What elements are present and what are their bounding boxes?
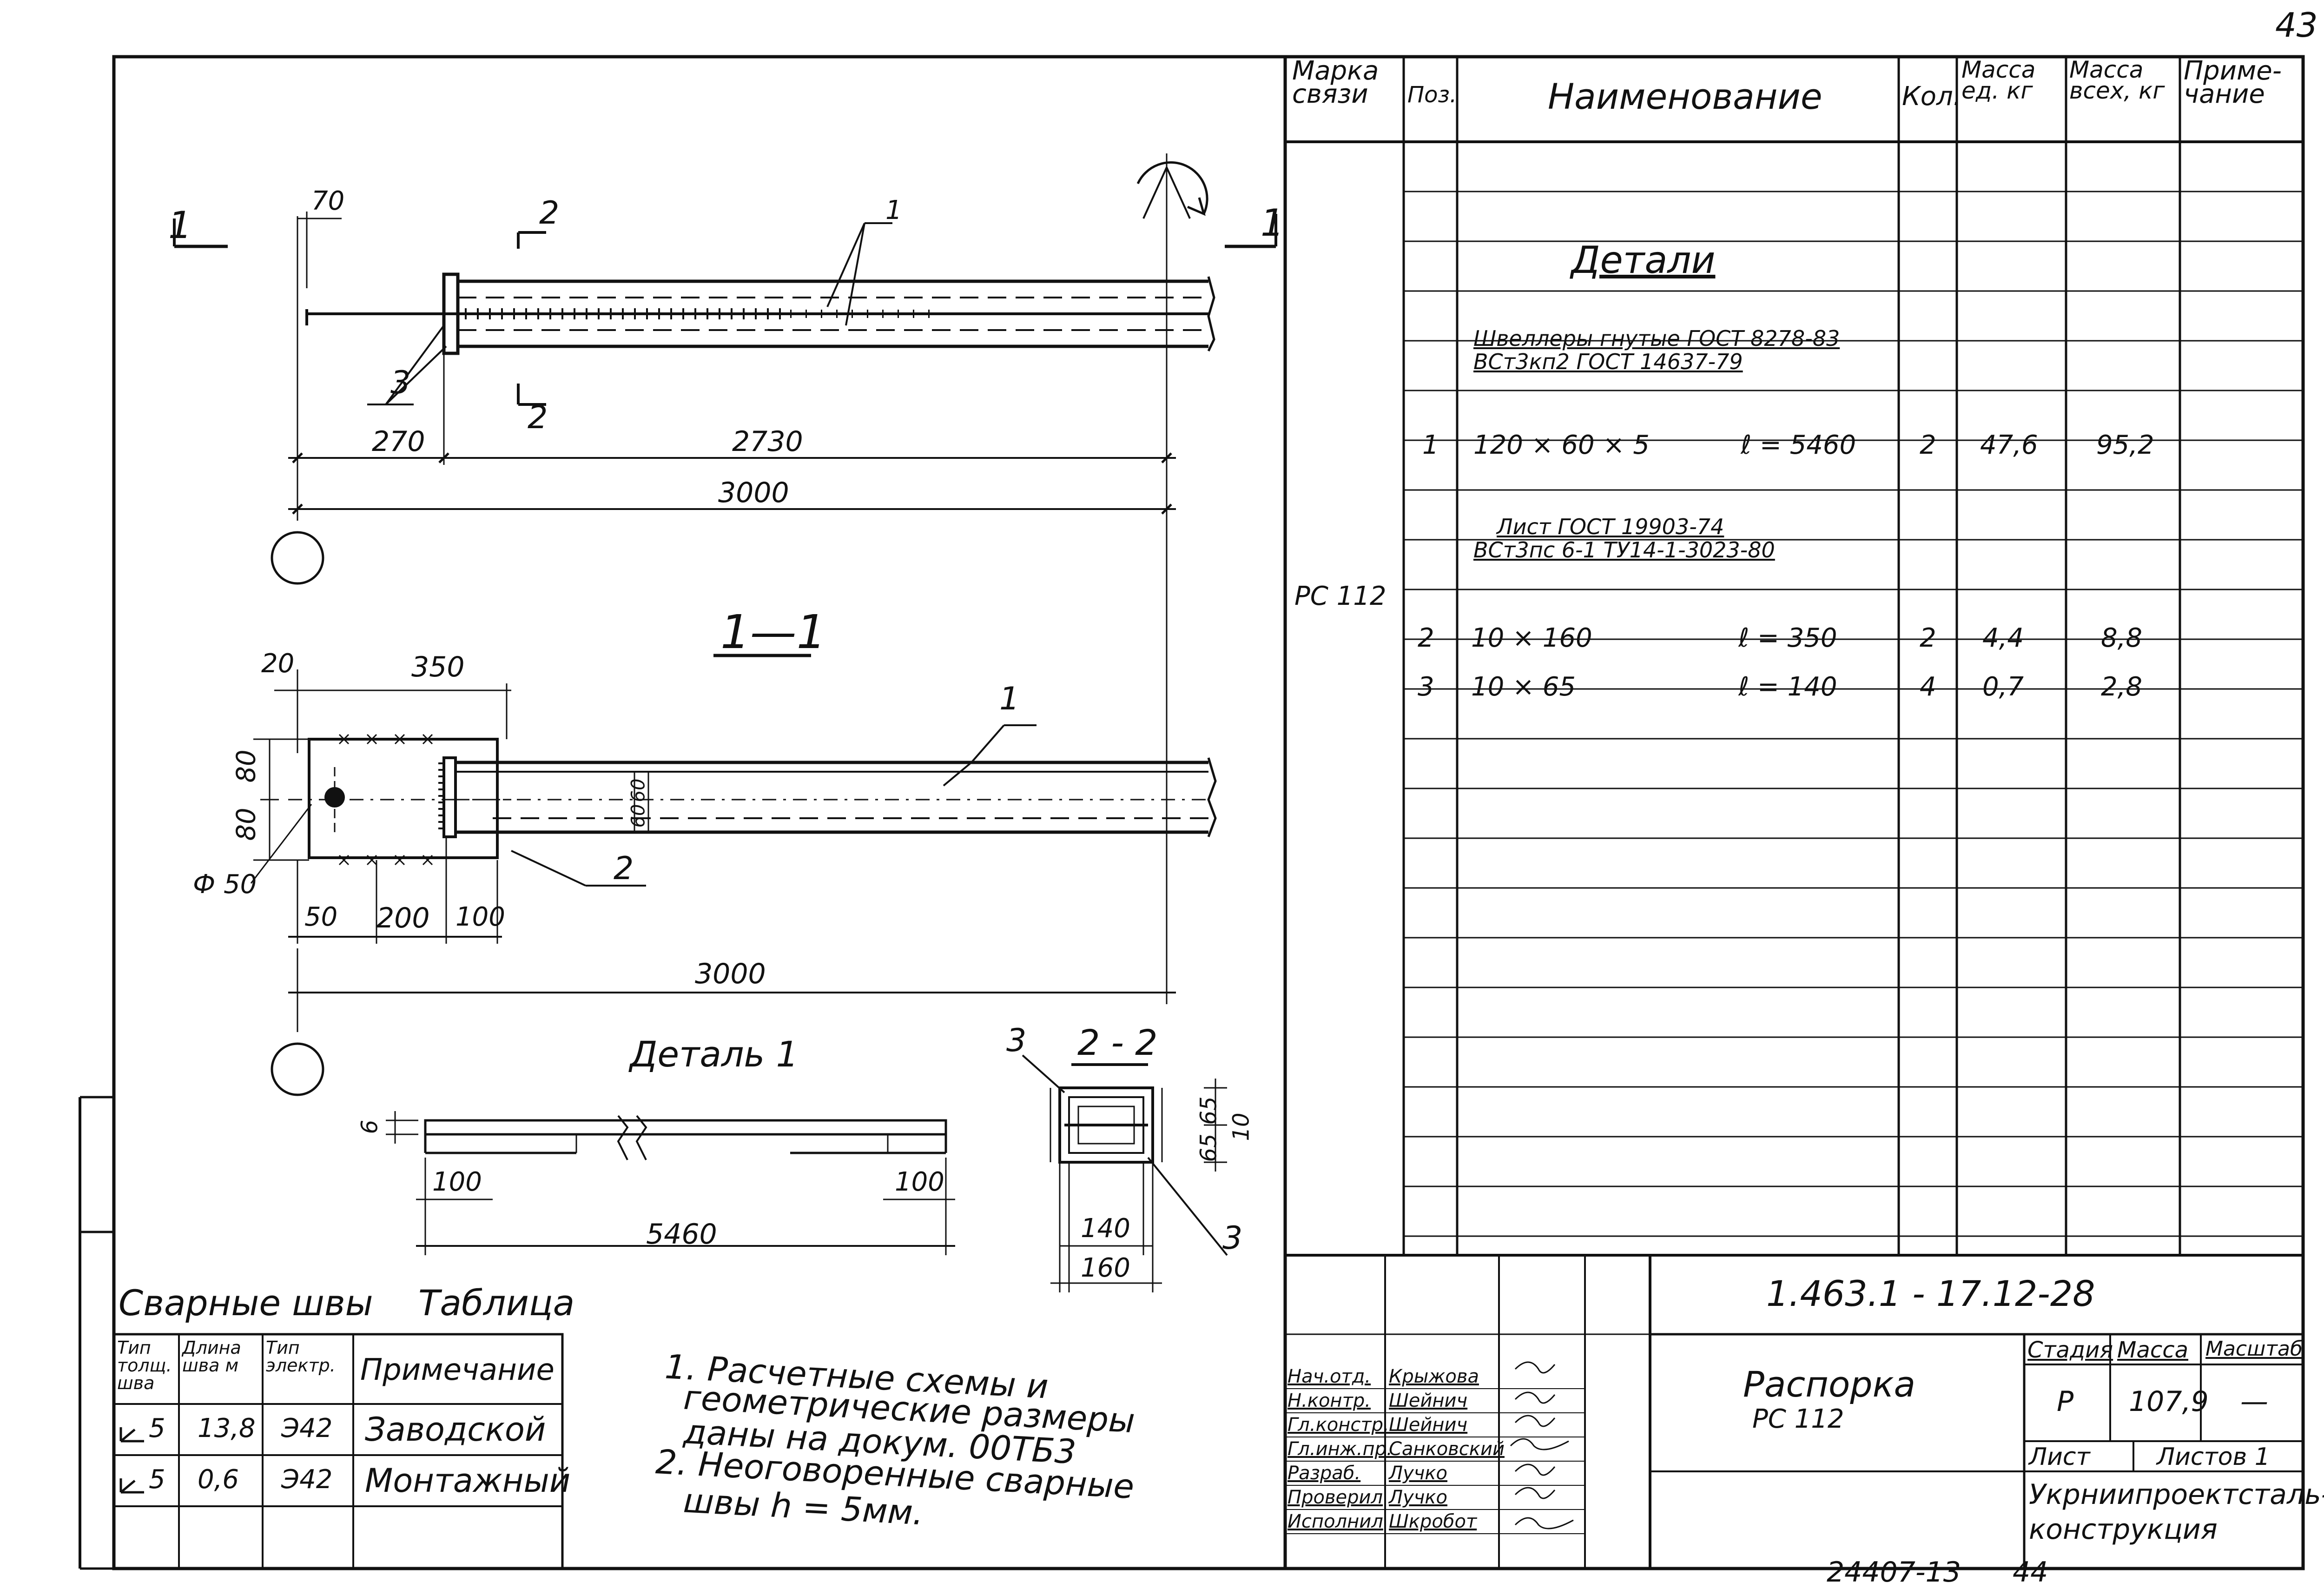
weld-table-lines (112, 1333, 564, 1570)
spec-table-lines (1283, 57, 2303, 1569)
section-1-1 (250, 654, 1217, 1096)
detail-1 (386, 1111, 955, 1255)
title-block-lines (1285, 1254, 2303, 1569)
frame-border (112, 55, 2305, 1570)
plan-view (173, 153, 1277, 1004)
left-margin-strip (79, 1096, 114, 1570)
section-2-2 (1022, 1054, 1228, 1292)
